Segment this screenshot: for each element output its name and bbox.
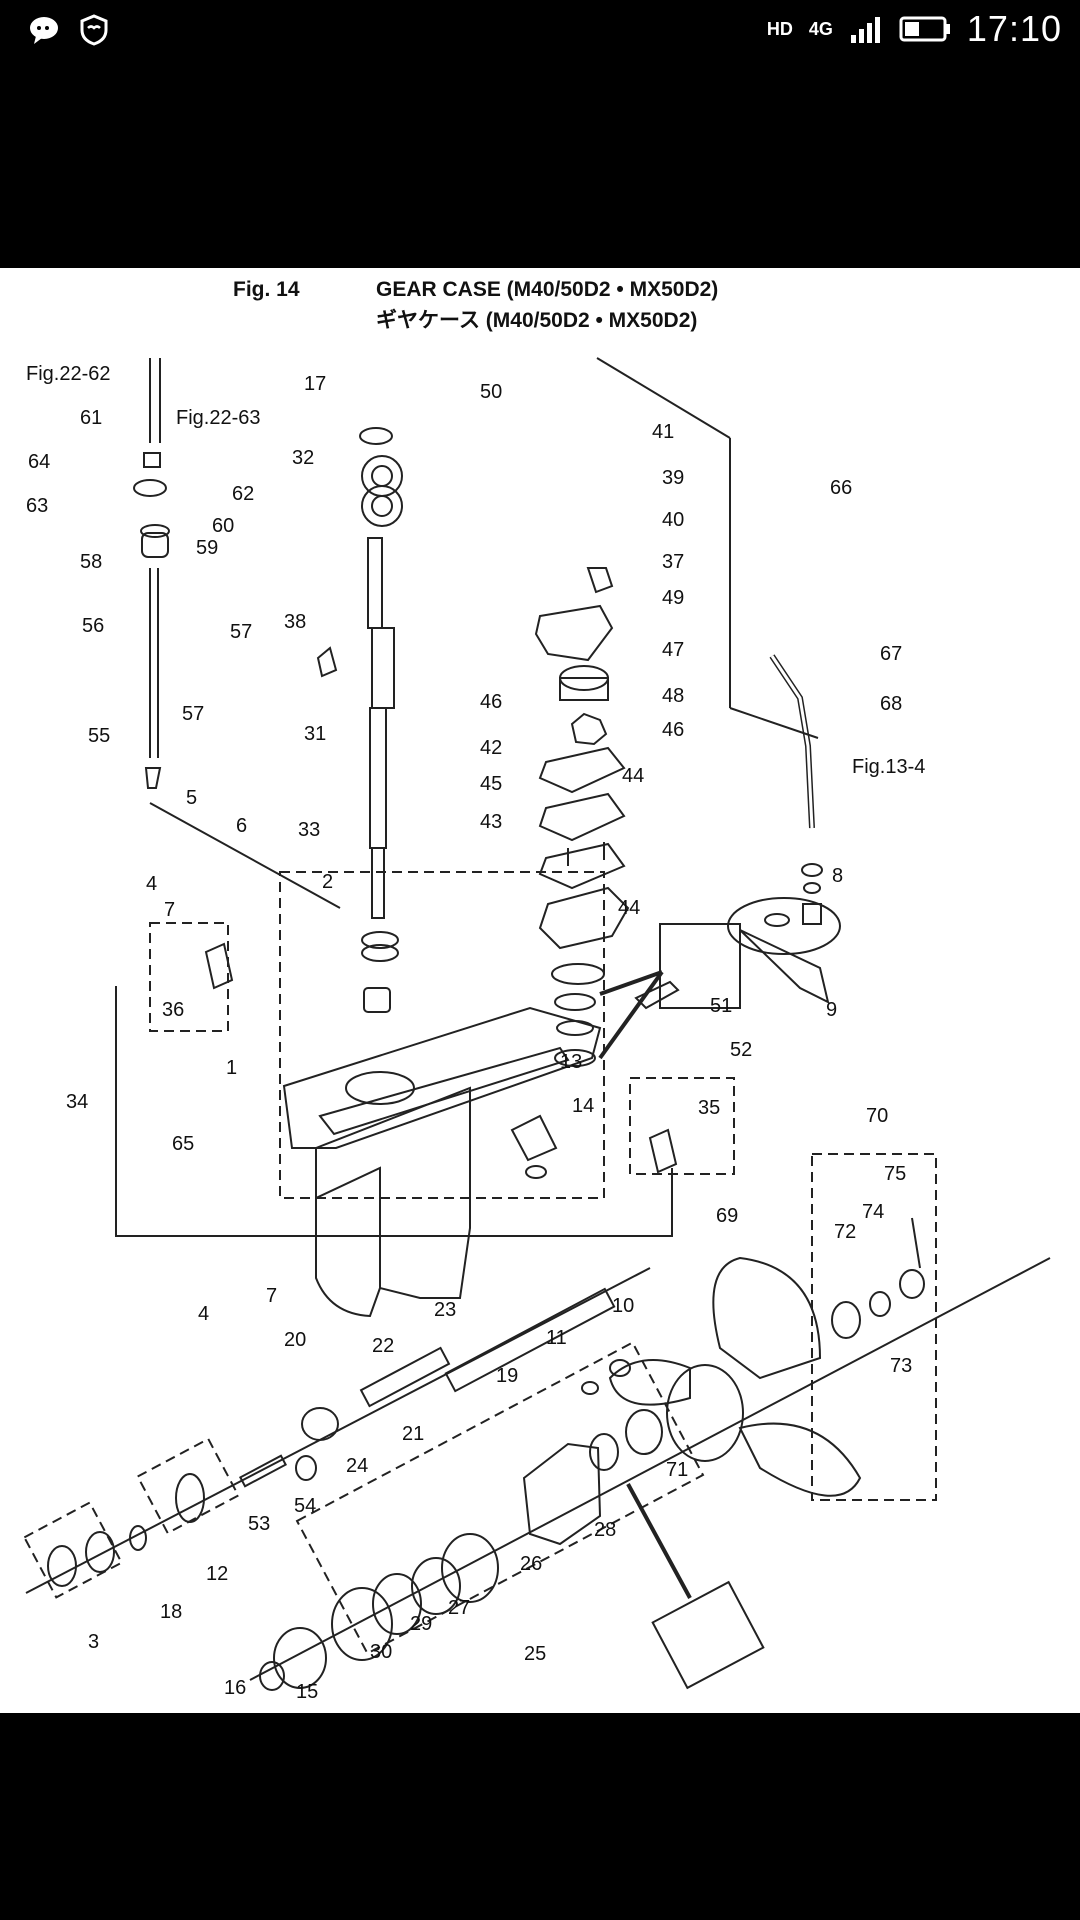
callout-30: 30 [370, 1641, 392, 1663]
callout-12: 12 [206, 1563, 228, 1585]
callout-49: 49 [662, 587, 684, 609]
callout-55: 55 [88, 725, 110, 747]
callout-42: 42 [480, 737, 502, 759]
callout-18: 18 [160, 1601, 182, 1623]
callout-46-right: 46 [662, 719, 684, 741]
callout-9: 9 [826, 999, 837, 1021]
callout-39: 39 [662, 467, 684, 489]
callout-20: 20 [284, 1329, 306, 1351]
callout-10: 10 [612, 1295, 634, 1317]
callout-47: 47 [662, 639, 684, 661]
callout-51: 51 [710, 995, 732, 1017]
callout-24: 24 [346, 1455, 368, 1477]
status-time: 17:10 [966, 8, 1062, 49]
callout-46-left: 46 [480, 691, 502, 713]
callout-13: 13 [560, 1051, 582, 1073]
callout-16: 16 [224, 1677, 246, 1699]
callout-61: 61 [80, 407, 102, 429]
callout-29: 29 [410, 1613, 432, 1635]
callout-52: 52 [730, 1039, 752, 1061]
exploded-parts-diagram: Fig.22-62 Fig.22-63 Fig.13-4 17 32 61 64… [23, 357, 1051, 1703]
callout-2: 2 [322, 871, 333, 893]
callout-75: 75 [884, 1163, 906, 1185]
callout-44-upper: 44 [622, 765, 644, 787]
figure-title-ja: ギヤケース (M40/50D2 • MX50D2) [376, 309, 698, 332]
network-type: 4G [808, 18, 833, 39]
callout-14: 14 [572, 1095, 594, 1117]
shield-face-icon [80, 14, 108, 46]
callout-43: 43 [480, 811, 502, 833]
callout-3: 3 [88, 1631, 99, 1653]
callout-56: 56 [82, 615, 104, 637]
callout-6: 6 [236, 815, 247, 837]
diagram-viewer[interactable]: Fig. 14 GEAR CASE (M40/50D2 • MX50D2) ギヤ… [0, 268, 1080, 1713]
bottom-black-area [0, 1713, 1080, 1920]
callout-7-lower: 7 [266, 1285, 277, 1307]
callout-4-lower: 4 [198, 1303, 209, 1325]
callout-73: 73 [890, 1355, 912, 1377]
callout-15: 15 [296, 1681, 318, 1703]
status-bar: HD 4G 17:10 [0, 0, 1080, 62]
callout-44-lower: 44 [618, 897, 640, 919]
chat-bubble-icon [30, 17, 58, 44]
callout-58: 58 [80, 551, 102, 573]
callout-4-upper: 4 [146, 873, 157, 895]
callout-17: 17 [304, 373, 326, 395]
callout-34: 34 [66, 1091, 88, 1113]
callout-64: 64 [28, 451, 50, 473]
figure-number: Fig. 14 [233, 278, 300, 301]
callout-21: 21 [402, 1423, 424, 1445]
callout-36: 36 [162, 999, 184, 1021]
callout-74: 74 [862, 1201, 884, 1223]
callout-23: 23 [434, 1299, 456, 1321]
hd-label: HD [766, 18, 793, 39]
callout-fig-22-63: Fig.22-63 [176, 407, 261, 429]
callout-27: 27 [448, 1597, 470, 1619]
callout-41: 41 [652, 421, 674, 443]
callout-1: 1 [226, 1057, 237, 1079]
callout-67: 67 [880, 643, 902, 665]
callout-8: 8 [832, 865, 843, 887]
callout-66: 66 [830, 477, 852, 499]
callout-5: 5 [186, 787, 197, 809]
callout-45: 45 [480, 773, 502, 795]
battery-icon [899, 16, 950, 42]
signal-icon [850, 17, 880, 43]
callout-fig-13-4: Fig.13-4 [852, 756, 925, 778]
callout-69: 69 [716, 1205, 738, 1227]
callout-31: 31 [304, 723, 326, 745]
callout-54: 54 [294, 1495, 316, 1517]
callout-labels: Fig.22-62 Fig.22-63 Fig.13-4 17 32 61 64… [26, 363, 925, 1703]
callout-48: 48 [662, 685, 684, 707]
callout-70: 70 [866, 1105, 888, 1127]
callout-22: 22 [372, 1335, 394, 1357]
figure-title-en: GEAR CASE (M40/50D2 • MX50D2) [376, 278, 719, 301]
callout-60: 60 [212, 515, 234, 537]
callout-19: 19 [496, 1365, 518, 1387]
callout-62: 62 [232, 483, 254, 505]
callout-fig-22-62: Fig.22-62 [26, 363, 111, 385]
callout-35: 35 [698, 1097, 720, 1119]
callout-33: 33 [298, 819, 320, 841]
callout-68: 68 [880, 693, 902, 715]
callout-59: 59 [196, 537, 218, 559]
callout-57-upper: 57 [230, 621, 252, 643]
callout-37: 37 [662, 551, 684, 573]
callout-11: 11 [546, 1327, 567, 1349]
callout-72: 72 [834, 1221, 856, 1243]
callout-53: 53 [248, 1513, 270, 1535]
callout-57-lower: 57 [182, 703, 204, 725]
callout-25: 25 [524, 1643, 546, 1665]
top-black-area [0, 62, 1080, 268]
callout-32: 32 [292, 447, 314, 469]
callout-65: 65 [172, 1133, 194, 1155]
callout-26: 26 [520, 1553, 542, 1575]
callout-50: 50 [480, 381, 502, 403]
callout-63: 63 [26, 495, 48, 517]
callout-38: 38 [284, 611, 306, 633]
callout-40: 40 [662, 509, 684, 531]
callout-28: 28 [594, 1519, 616, 1541]
callout-7-upper: 7 [164, 899, 175, 921]
callout-71: 71 [666, 1459, 688, 1481]
